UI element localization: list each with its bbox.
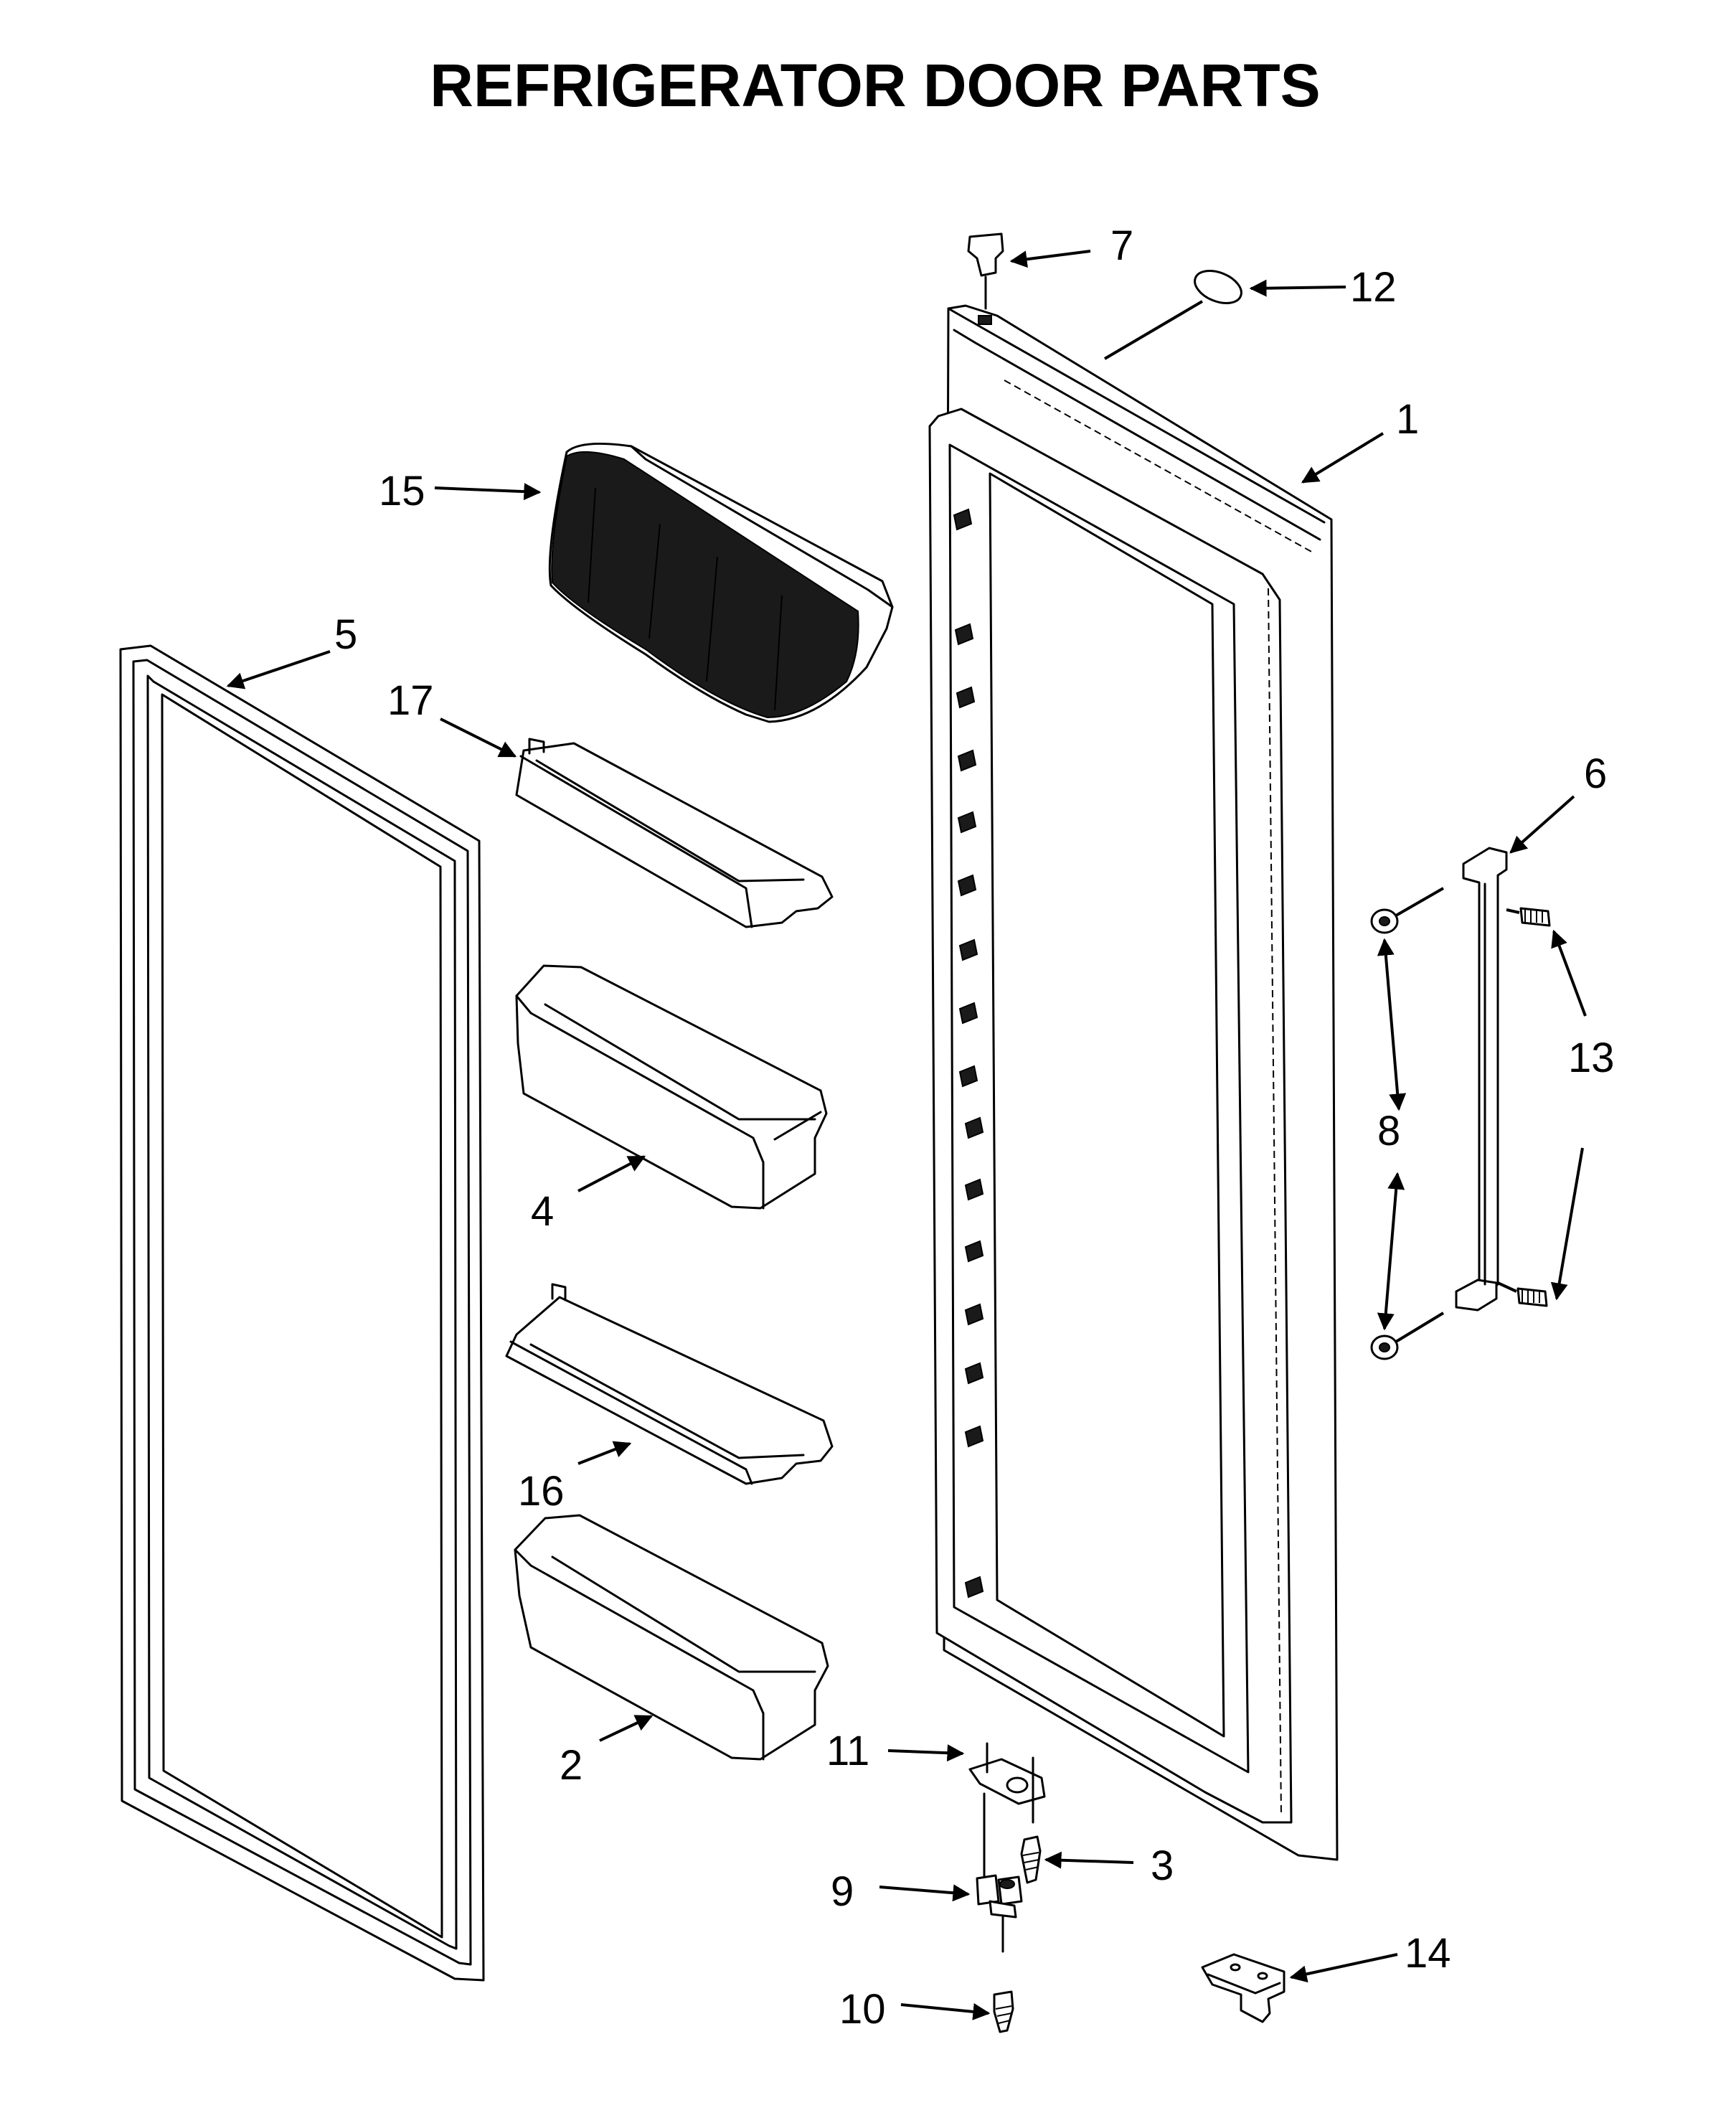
shelf-clips bbox=[953, 508, 984, 1599]
callout-11: 11 bbox=[826, 1728, 869, 1774]
callout-9: 9 bbox=[831, 1868, 854, 1915]
callout-13: 13 bbox=[1568, 1035, 1615, 1081]
callout-5: 5 bbox=[334, 611, 357, 658]
callout-17: 17 bbox=[387, 677, 434, 724]
part-15-dairy-bin-cover bbox=[548, 442, 894, 723]
part-11-hinge-bracket bbox=[968, 1742, 1046, 1824]
part-8-handle-end-caps bbox=[1370, 887, 1445, 1360]
callout-8: 8 bbox=[1377, 1108, 1400, 1154]
callout-15: 15 bbox=[379, 468, 425, 514]
callout-4: 4 bbox=[531, 1188, 554, 1235]
callout-16: 16 bbox=[518, 1468, 565, 1515]
callout-12: 12 bbox=[1350, 264, 1397, 311]
callout-2: 2 bbox=[560, 1742, 582, 1789]
part-2-lower-door-bin bbox=[514, 1514, 829, 1761]
part-3-screw bbox=[1020, 1835, 1042, 1884]
callout-1: 1 bbox=[1396, 396, 1419, 443]
part-4-deep-door-bin bbox=[515, 964, 828, 1210]
part-12-o-ring bbox=[1103, 270, 1242, 360]
part-16-lower-door-shelf bbox=[505, 1283, 834, 1485]
part-6-door-handle bbox=[1455, 847, 1508, 1312]
callout-7: 7 bbox=[1110, 222, 1133, 269]
callout-6: 6 bbox=[1584, 750, 1607, 797]
part-9-hinge-pin bbox=[976, 1792, 1023, 1953]
part-13-handle-screws bbox=[1497, 907, 1551, 1307]
part-1-door-assembly bbox=[928, 304, 1339, 1861]
callout-3: 3 bbox=[1151, 1842, 1174, 1889]
part-10-screw bbox=[993, 1990, 1014, 2033]
callout-14: 14 bbox=[1405, 1930, 1451, 1977]
part-7-top-hinge-bushing bbox=[967, 232, 1004, 325]
callout-10: 10 bbox=[839, 1986, 886, 2033]
part-14-hinge-cover bbox=[1201, 1953, 1286, 2023]
part-17-upper-door-shelf bbox=[515, 738, 834, 928]
diagram-title: REFRIGERATOR DOOR PARTS bbox=[430, 52, 1320, 119]
callout-labels: 7 12 1 15 5 17 6 13 8 4 16 2 11 3 9 14 1… bbox=[334, 222, 1615, 2033]
part-5-door-gasket bbox=[119, 644, 485, 1982]
callout-leaders bbox=[226, 250, 1587, 2020]
